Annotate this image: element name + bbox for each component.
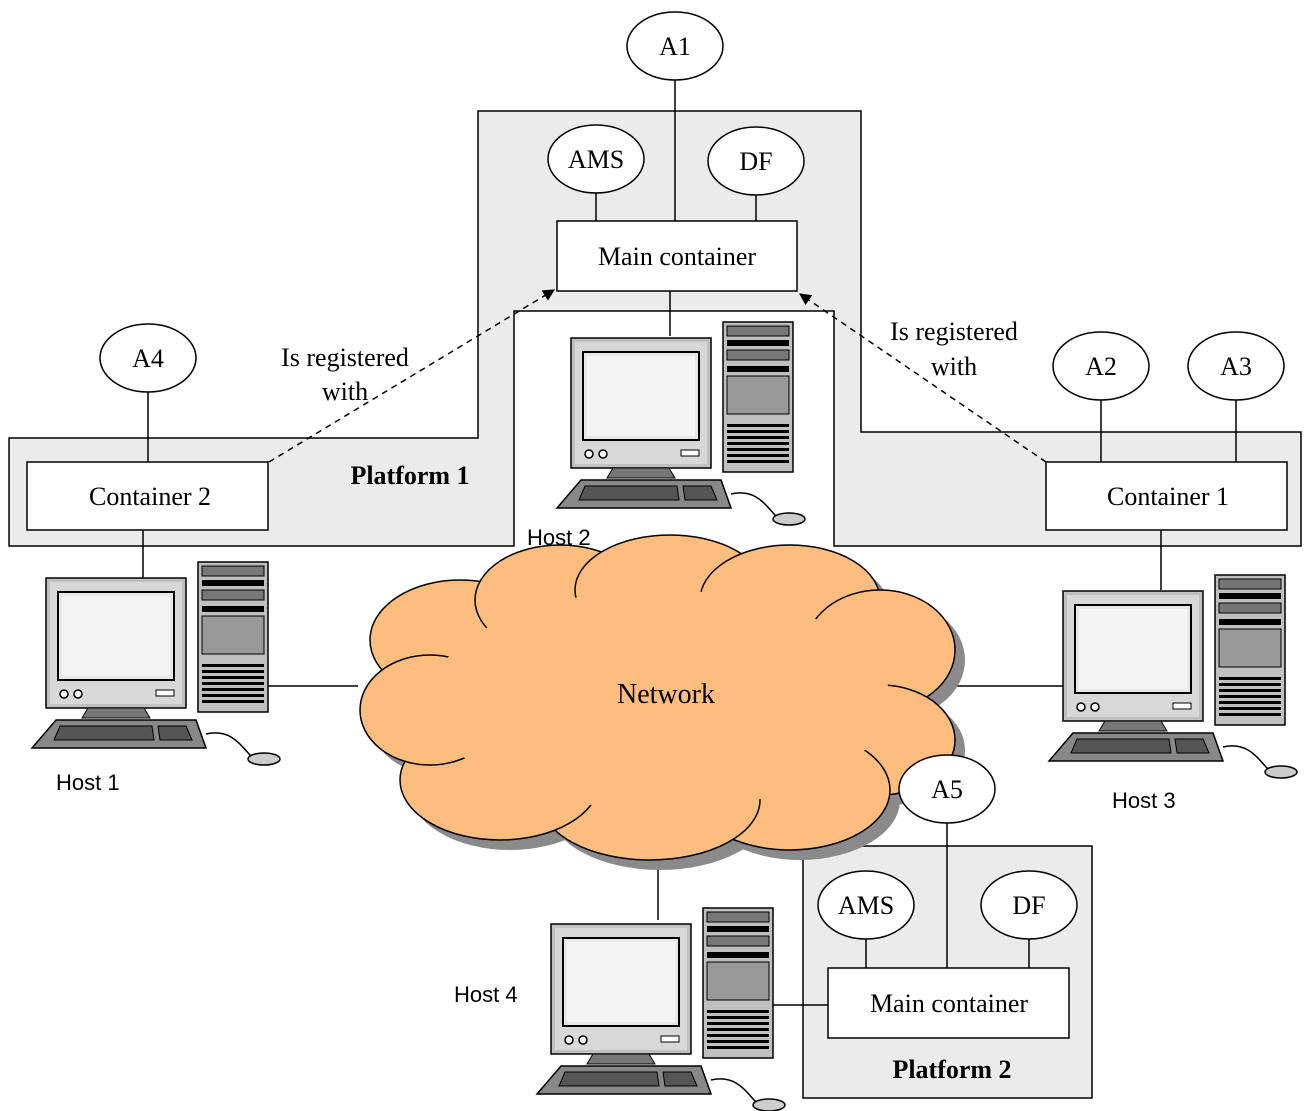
network-label: Network (617, 679, 715, 710)
agent-ams-1 (547, 124, 645, 194)
agent-df-1 (707, 126, 805, 196)
host-4-label: Host 4 (454, 982, 518, 1007)
agent-df-2 (980, 870, 1078, 940)
agent-a5-label: A5 (931, 775, 963, 804)
host-2-label: Host 2 (527, 525, 591, 550)
network-cloud (359, 534, 965, 870)
agent-a4 (99, 323, 197, 393)
container-2-box (26, 461, 269, 531)
main-container-box-2 (827, 967, 1070, 1039)
agent-a5 (898, 754, 996, 824)
host-3-label: Host 3 (1112, 788, 1176, 813)
host-4-computer-icon (536, 907, 786, 1111)
agent-df-2-label: DF (1012, 891, 1045, 920)
agent-ams-2 (817, 870, 915, 940)
agent-ams-1-label: AMS (568, 145, 624, 174)
relation-right-line2: with (931, 352, 977, 381)
host-3-computer-icon (1048, 574, 1298, 779)
registration-arrow-left (268, 289, 556, 463)
main-container-label-1: Main container (598, 242, 756, 271)
agent-a2-label: A2 (1085, 352, 1117, 381)
host-1-label: Host 1 (56, 770, 120, 795)
relation-left-line2: with (322, 377, 368, 406)
agent-ams-2-label: AMS (838, 891, 894, 920)
platform-1-area (8, 110, 1302, 547)
connector-lines (142, 80, 1237, 1006)
container-1-label: Container 1 (1107, 482, 1229, 511)
relation-left-line1: Is registered (281, 343, 409, 372)
main-container-label-2: Main container (870, 989, 1028, 1018)
main-container-box-1 (556, 220, 798, 292)
platform-1-label: Platform 1 (350, 461, 469, 490)
container-2-label: Container 2 (89, 482, 211, 511)
agent-a2 (1052, 331, 1150, 401)
agent-a3 (1187, 331, 1285, 401)
agent-a3-label: A3 (1220, 352, 1252, 381)
relation-right-line1: Is registered (890, 317, 1018, 346)
platform-2-label: Platform 2 (892, 1055, 1011, 1084)
agent-a4-label: A4 (132, 344, 164, 373)
host-2-computer-icon (556, 321, 806, 526)
container-1-box (1045, 461, 1288, 531)
agent-a1 (626, 11, 724, 81)
agent-df-1-label: DF (739, 147, 772, 176)
registration-arrow-right (799, 293, 1047, 463)
host-1-computer-icon (31, 561, 281, 766)
agent-a1-label: A1 (659, 32, 691, 61)
